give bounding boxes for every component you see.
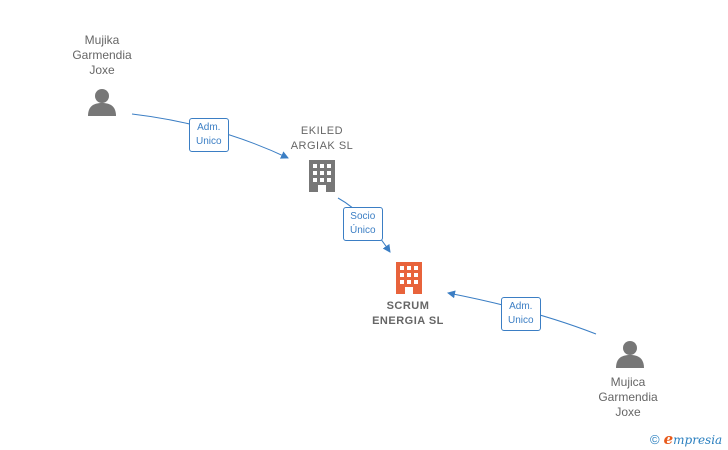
- node-label-line: SCRUM: [386, 300, 430, 312]
- edge-label-adm-unico-bottom[interactable]: Adm. Unico: [501, 297, 541, 331]
- node-label-line: EKILED: [300, 125, 344, 137]
- edge-label-adm-unico-top[interactable]: Adm. Unico: [189, 118, 229, 152]
- person-icon[interactable]: [88, 89, 116, 116]
- node-label-person-bottom[interactable]: Mujica Garmendia Joxe: [588, 375, 668, 420]
- edge-label-socio-unico[interactable]: Socio Único: [343, 207, 383, 241]
- node-label-line: ARGIAK SL: [290, 140, 354, 152]
- brand-initial: e: [663, 430, 674, 448]
- edge-label-line: Unico: [196, 136, 222, 147]
- person-icon[interactable]: [616, 341, 644, 368]
- node-label-person-top[interactable]: Mujika Garmendia Joxe: [62, 33, 142, 78]
- node-label-line: Joxe: [89, 63, 115, 77]
- node-label-ekiled[interactable]: EKILED ARGIAK SL: [272, 124, 372, 154]
- edge-label-line: Unico: [508, 315, 534, 326]
- node-label-scrum[interactable]: SCRUM ENERGIA SL: [357, 299, 459, 329]
- node-label-line: Mujika: [84, 33, 120, 47]
- brand-name: mpresia: [673, 433, 723, 447]
- node-label-line: Garmendia: [72, 48, 132, 62]
- edge-label-line: Único: [350, 225, 376, 236]
- node-label-line: Garmendia: [598, 390, 658, 404]
- edge-label-line: Adm.: [197, 122, 221, 133]
- node-label-line: Mujica: [610, 375, 646, 389]
- edge-label-line: Socio: [350, 211, 376, 222]
- building-icon-focus[interactable]: [396, 262, 422, 294]
- copyright-symbol: ©: [650, 432, 660, 447]
- building-icon[interactable]: [309, 160, 335, 192]
- node-label-line: ENERGIA SL: [372, 315, 444, 327]
- brand-logo[interactable]: ©empresia: [650, 430, 722, 448]
- edge-label-line: Adm.: [509, 301, 533, 312]
- node-label-line: Joxe: [615, 405, 641, 419]
